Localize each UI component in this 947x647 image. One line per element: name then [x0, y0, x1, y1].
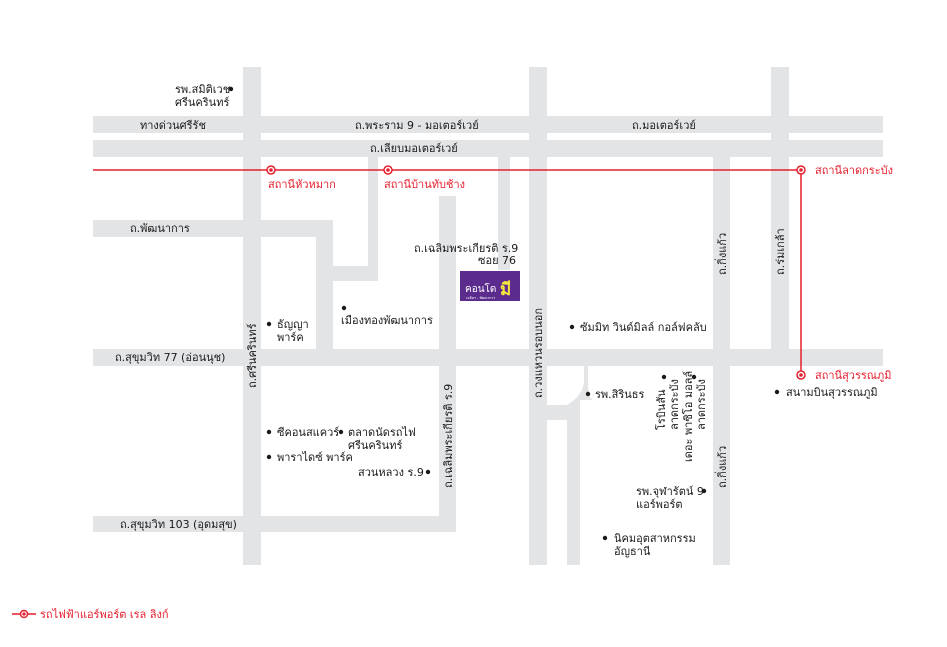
station-suvarnabhumi-label: สถานีสุวรรณภูมิ — [815, 369, 891, 382]
road-chaloem-9 — [439, 196, 456, 532]
road-branch — [547, 366, 594, 565]
roads — [93, 67, 883, 565]
place-chularat-l2: แอร์พอร์ต — [636, 498, 683, 511]
project-logo-name: คอนโด — [465, 282, 496, 295]
place-paradise-marker — [266, 454, 272, 460]
road-phatthanakan-link — [316, 220, 333, 350]
place-chularat-l1: รพ.จุฬารัตน์ 9 — [636, 485, 704, 498]
airport-rail-link — [93, 165, 806, 380]
place-suan-luang-marker — [425, 469, 431, 475]
place-siriraj-label: รพ.สิรินธร — [595, 388, 645, 401]
road-wongwaen — [529, 67, 547, 565]
place-industrial-marker — [602, 535, 608, 541]
place-airport-marker — [774, 389, 780, 395]
road-label-sukhumvit-77: ถ.สุขุมวิท 77 (อ่อนนุช) — [115, 351, 225, 364]
place-mueang-thong-label: เมืองทองพัฒนาการ — [341, 314, 433, 327]
place-seacon-label: ซีคอนสแควร์ — [277, 426, 339, 439]
place-paseo-l1: เดอะ พาซิโอ มอลล์ — [681, 371, 695, 462]
place-thanya-l2: พาร์ค — [277, 331, 304, 344]
station-lat-krabang-label: สถานีลาดกระบัง — [815, 164, 893, 177]
road-label-sukhumvit-103: ถ.สุขุมวิท 103 (อุดมสุข) — [120, 518, 237, 531]
place-paseo-marker — [691, 374, 697, 380]
place-siriraj-marker — [585, 391, 591, 397]
place-airport-label: สนามบินสุวรรณภูมิ — [786, 386, 878, 399]
place-thanya-marker — [266, 321, 272, 327]
road-srinakarin — [243, 67, 261, 565]
road-label-soi-76: ซอย 76 — [478, 254, 516, 267]
place-samitivej-marker — [228, 86, 234, 92]
project-logo-sub: เฉลิมฯ - พัฒนาการ — [466, 296, 495, 300]
road-link-soi-v — [368, 156, 378, 281]
place-summit-marker — [569, 324, 575, 330]
road-label-chaloem-76: ถ.เฉลิมพระเกียรติ ร.9 — [414, 242, 518, 255]
road-rama9-motorway — [93, 116, 883, 133]
place-suan-luang-label: สวนหลวง ร.9 — [358, 466, 424, 479]
place-samitivej-l1: รพ.สมิติเวช — [175, 83, 230, 96]
place-train-market-l1: ตลาดนัดรถไฟ — [348, 426, 416, 439]
station-ban-thap-chang-label: สถานีบ้านทับช้าง — [384, 178, 465, 191]
road-label-rom-klao: ถ.ร่มเกล้า — [774, 228, 787, 275]
road-king-kaeo — [713, 156, 730, 565]
road-label-rama9: ถ.พระราม 9 - มอเตอร์เวย์ — [355, 119, 479, 132]
place-robinson-l1: โรบินสัน — [654, 389, 668, 430]
road-label-king-kaeo-lower: ถ.กิ่งแก้ว — [714, 446, 729, 488]
station-hua-mak-label: สถานีหัวหมาก — [268, 178, 336, 191]
place-robinson-l2: ลาดกระบัง — [668, 379, 681, 430]
road-label-frontage: ถ.เลียบมอเตอร์เวย์ — [370, 142, 458, 155]
road-link-soi — [316, 266, 376, 281]
road-phatthanakan — [93, 220, 333, 237]
road-rom-klao — [771, 67, 789, 350]
road-sukhumvit-77 — [93, 349, 883, 366]
place-summit-label: ซัมมิท วินด์มิลล์ กอล์ฟคลับ — [580, 321, 707, 334]
place-paseo-l2: ลาดกระบัง — [695, 379, 708, 430]
road-sukhumvit-103 — [93, 516, 455, 532]
road-soi-76 — [498, 156, 510, 270]
place-samitivej-l2: ศรีนครินทร์ — [175, 96, 229, 109]
road-label-srinakarin: ถ.ศรีนครินทร์ — [246, 323, 259, 388]
place-train-market-marker — [338, 429, 344, 435]
road-motorway-frontage — [93, 140, 883, 157]
project-logo-brand: มี — [500, 279, 511, 300]
legend: รถไฟฟ้าแอร์พอร์ต เรล ลิงก์ — [12, 608, 169, 621]
road-label-expressway: ทางด่วนศรีรัช — [140, 119, 206, 132]
road-label-king-kaeo-upper: ถ.กิ่งแก้ว — [714, 233, 729, 275]
place-industrial-l1: นิคมอุตสาหกรรม — [614, 532, 696, 545]
place-seacon-marker — [266, 429, 272, 435]
road-label-chaloem-9: ถ.เฉลิมพระเกียรติ ร.9 — [442, 384, 455, 488]
road-label-motorway: ถ.มอเตอร์เวย์ — [632, 119, 696, 132]
place-thanya-l1: ธัญญา — [277, 318, 309, 331]
place-mueang-thong-marker — [341, 305, 347, 311]
legend-label: รถไฟฟ้าแอร์พอร์ต เรล ลิงก์ — [40, 608, 169, 621]
project-logo[interactable]: คอนโด มี เฉลิมฯ - พัฒนาการ — [460, 271, 520, 301]
place-paradise-label: พาราไดซ์ พาร์ค — [277, 451, 353, 464]
road-label-wongwaen: ถ.วงแหวนรอบนอก — [532, 308, 545, 398]
road-label-phatthanakan: ถ.พัฒนาการ — [130, 222, 190, 235]
place-industrial-l2: อัญธานี — [614, 545, 651, 558]
place-train-market-l2: ศรีนครินทร์ — [348, 439, 402, 452]
place-chularat-marker — [701, 488, 707, 494]
place-robinson-marker — [661, 374, 667, 380]
